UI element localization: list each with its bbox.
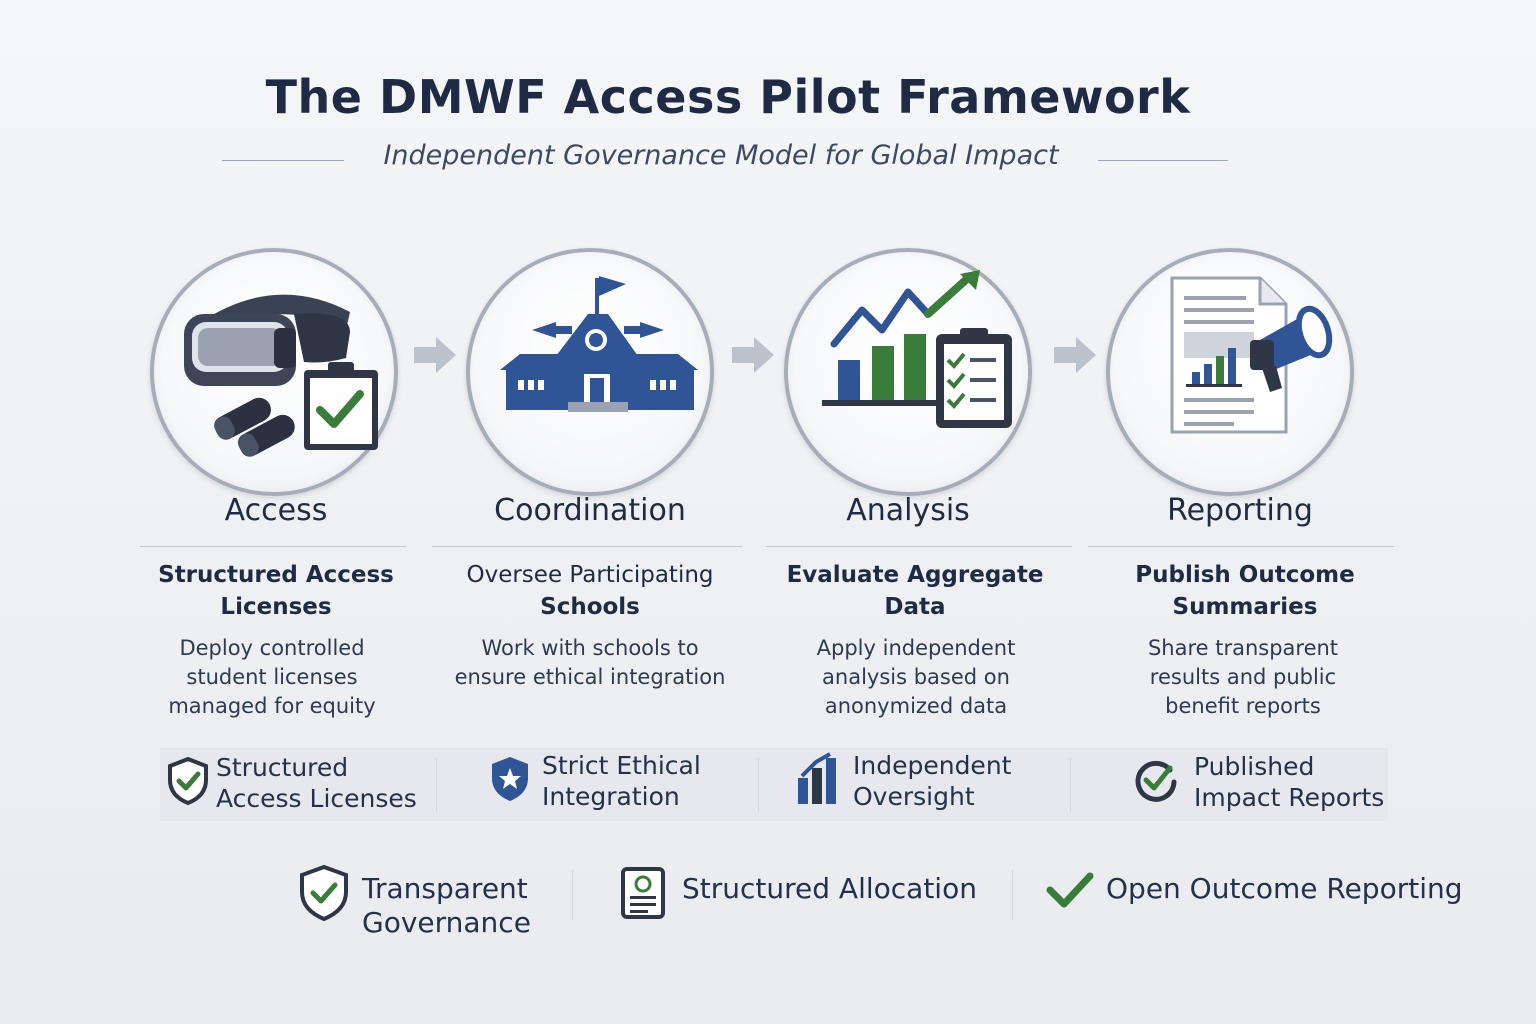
analysis-step-circle xyxy=(784,248,1032,496)
reporting-step-subtitle: Publish Outcome Summaries xyxy=(1094,559,1396,623)
badge-independent-oversight: Independent Oversight xyxy=(853,750,1053,812)
reporting-step-rule xyxy=(1088,546,1394,547)
badge-strict-ethical-integration: Strict Ethical Integration xyxy=(542,750,742,812)
analysis-step-subtitle: Evaluate Aggregate Data xyxy=(764,559,1066,623)
footer-divider xyxy=(1012,870,1013,920)
document-icon xyxy=(620,866,666,920)
subtitle-rule-right xyxy=(1098,160,1228,161)
coordination-step-circle xyxy=(466,248,714,496)
footer-transparent-governance: Transparent Governance xyxy=(362,872,562,940)
badge-structured-access-licenses: Structured Access Licenses xyxy=(216,752,426,814)
growth-chart-checklist-icon xyxy=(788,252,1028,492)
analysis-step-description: Apply independent analysis based on anon… xyxy=(766,634,1066,721)
badge-published-impact-reports: Published Impact Reports xyxy=(1194,751,1394,813)
footer-structured-allocation: Structured Allocation xyxy=(682,872,992,906)
vr-headset-clipboard-icon xyxy=(154,252,394,492)
badge-divider xyxy=(436,758,437,812)
report-megaphone-icon xyxy=(1110,252,1350,492)
access-step-rule xyxy=(140,546,406,547)
coordination-step-title: Coordination xyxy=(440,493,740,528)
flow-arrow-3 xyxy=(1050,333,1100,377)
school-building-icon xyxy=(470,252,710,492)
analysis-step-title: Analysis xyxy=(768,493,1048,528)
access-step-circle xyxy=(150,248,398,496)
flow-arrow-2 xyxy=(728,333,778,377)
page-title: The DMWF Access Pilot Framework xyxy=(0,70,1456,124)
badge-divider xyxy=(1070,758,1071,812)
shield-check-icon xyxy=(298,864,350,922)
footer-open-outcome-reporting: Open Outcome Reporting xyxy=(1106,872,1466,906)
coordination-step-rule xyxy=(432,546,742,547)
badge-divider xyxy=(758,758,759,812)
coordination-step-description: Work with schools to ensure ethical inte… xyxy=(440,634,740,692)
analysis-step-rule xyxy=(766,546,1072,547)
flow-arrow-1 xyxy=(410,333,460,377)
access-step-description: Deploy controlled student licenses manag… xyxy=(126,634,418,721)
reporting-step-circle xyxy=(1106,248,1354,496)
reporting-step-description: Share transparent results and public ben… xyxy=(1092,634,1394,721)
footer-divider xyxy=(572,870,573,920)
circle-check-icon xyxy=(1132,756,1180,804)
coordination-step-subtitle: Oversee Participating Schools xyxy=(440,559,740,623)
shield-star-icon xyxy=(488,754,532,804)
bar-chart-icon xyxy=(796,750,840,806)
check-icon xyxy=(1046,870,1094,910)
access-step-title: Access xyxy=(136,493,416,528)
reporting-step-title: Reporting xyxy=(1090,493,1390,528)
shield-check-icon xyxy=(166,756,210,806)
page-subtitle: Independent Governance Model for Global … xyxy=(0,140,1442,171)
access-step-subtitle: Structured Access Licenses xyxy=(126,559,426,623)
